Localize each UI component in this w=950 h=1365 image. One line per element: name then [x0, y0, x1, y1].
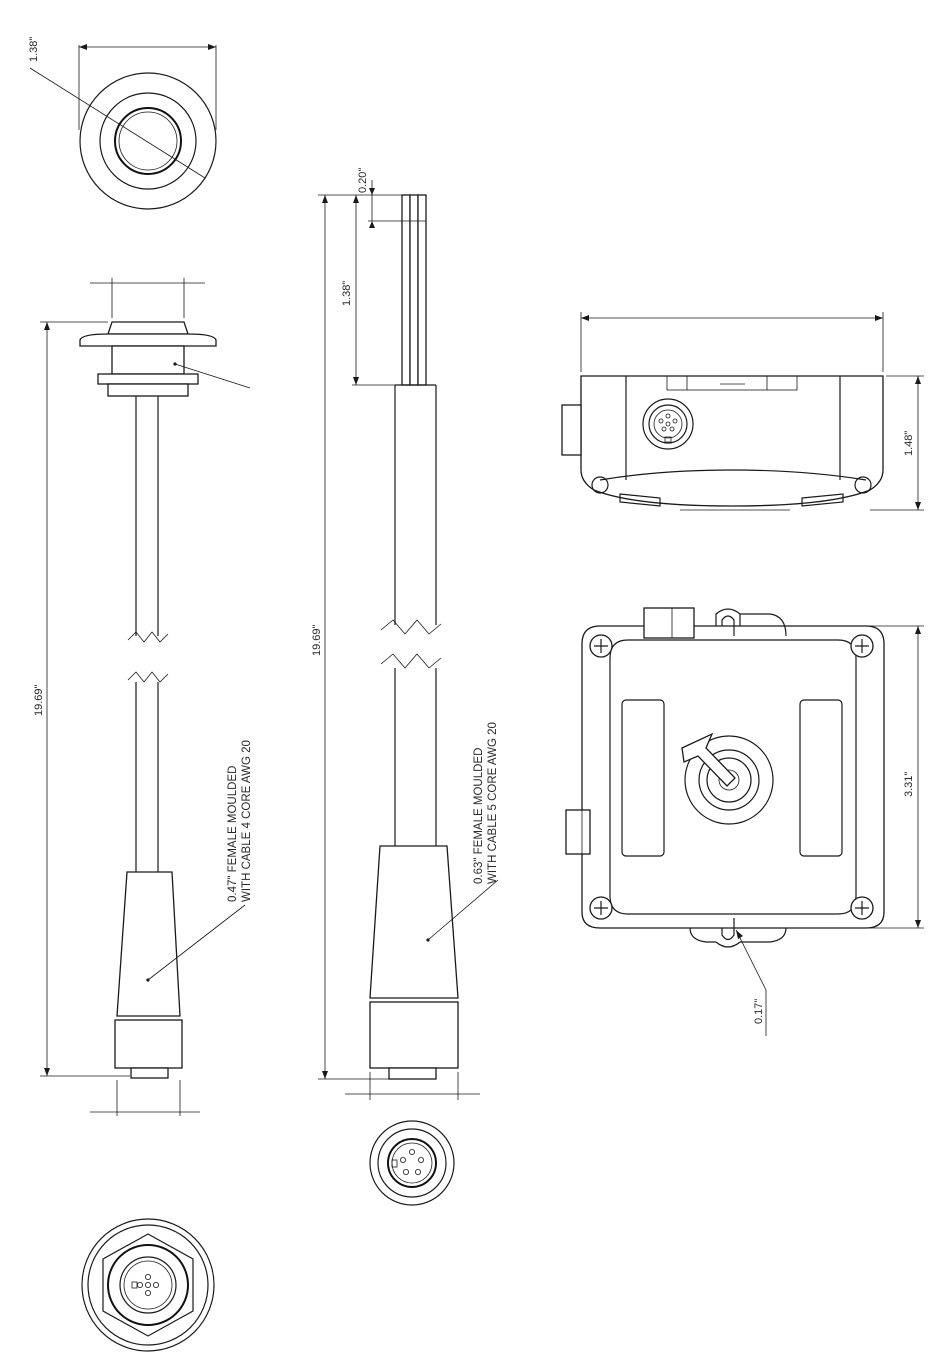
- cable-4-core-end-view: [82, 1219, 214, 1351]
- box-side-view: 1.48": [562, 312, 924, 510]
- cable5-note-line1: 0.63" FEMALE MOULDED: [473, 748, 485, 884]
- box-top-view: 3.31" 0.17": [566, 608, 924, 1036]
- sensor-head-diameter-dim: 1.38": [28, 37, 40, 62]
- cable5-length-dim: 19.69": [311, 624, 323, 656]
- box-height-dim: 1.48": [903, 431, 915, 456]
- cable4-note-line1: 0.47" FEMALE MOULDED: [227, 766, 239, 902]
- cable5-note-line2: WITH CABLE 5 CORE AWG 20: [487, 722, 499, 884]
- cable5-wire-dim: 1.38": [341, 281, 353, 306]
- cable-4-core-side-view: 19.69" 0.47" FEMALE MOULDED WITH CABLE 4…: [33, 278, 253, 1116]
- sensor-head-top-view: 1.38": [28, 37, 216, 209]
- slot-width-dim: 0.17": [753, 999, 765, 1024]
- cable-5-core-side-view: 0.20" 1.38" 19.69" 0.63" FEMALE MOULDED …: [311, 168, 499, 1100]
- box-depth-dim: 3.31": [903, 772, 915, 797]
- cable-5-core-end-view: [370, 1121, 454, 1205]
- cable4-length-dim: 19.69": [33, 684, 45, 716]
- cable5-strip-dim: 0.20": [357, 168, 369, 193]
- cable4-note-line2: WITH CABLE 4 CORE AWG 20: [241, 740, 253, 902]
